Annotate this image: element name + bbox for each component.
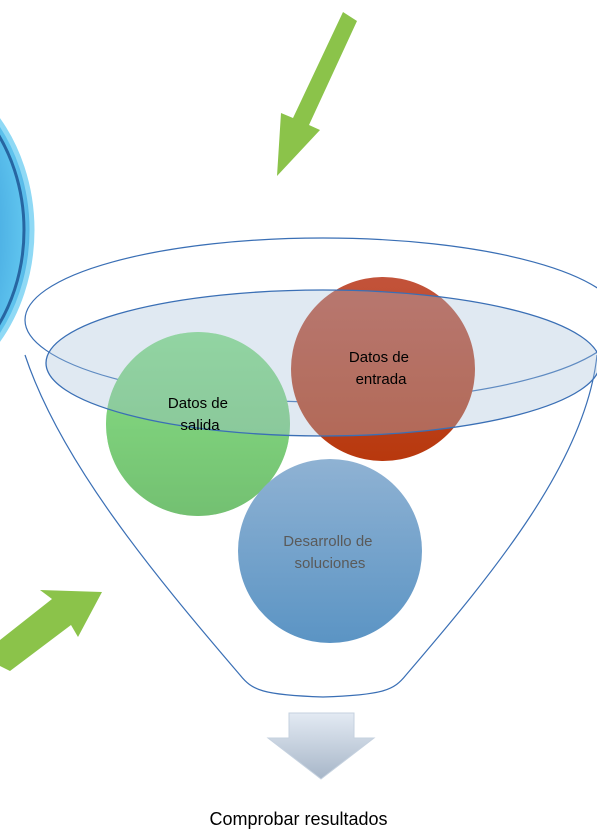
arrow-bottom-left [0, 590, 102, 671]
circle-solutions [238, 459, 422, 643]
input-label-line-1: Datos de [349, 349, 409, 366]
blue-sphere-shape [0, 118, 35, 342]
input-label: Datos de entrada [349, 349, 413, 388]
output-label-line-2: salida [180, 417, 220, 434]
output-label: Datos de salida [168, 395, 232, 434]
funnel-inner-ellipse [45, 289, 597, 437]
solutions-label: Desarrollo de soluciones [283, 533, 376, 572]
input-label-line-2: entrada [356, 371, 408, 388]
result-label: Comprobar resultados [209, 809, 388, 829]
output-label-line-1: Datos de [168, 395, 228, 412]
solutions-label-line-1: Desarrollo de [283, 533, 372, 550]
solutions-label-line-2: soluciones [295, 555, 366, 572]
circle-input [291, 277, 475, 461]
down-arrow [266, 712, 376, 780]
arrow-top [277, 12, 357, 176]
circle-output [106, 332, 290, 516]
